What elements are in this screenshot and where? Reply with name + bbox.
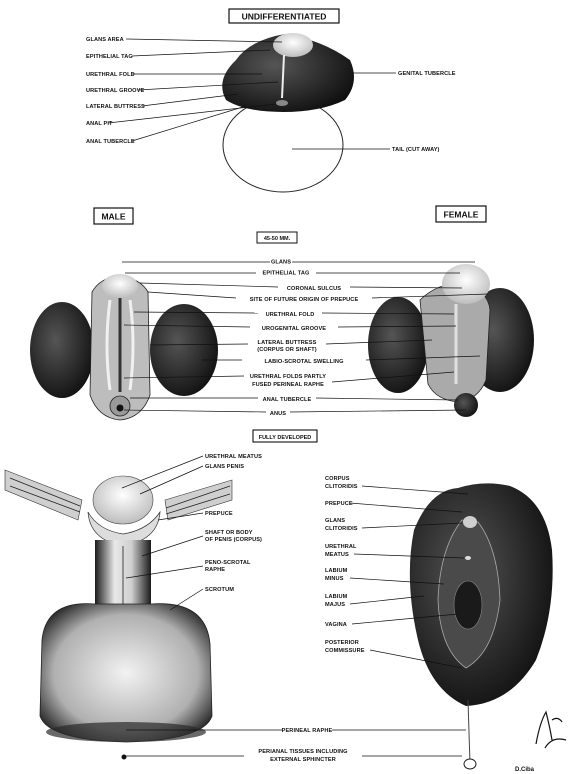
leader-coronal-sulcus-left — [140, 283, 278, 287]
male-glans — [102, 274, 138, 298]
label-labium-majus-2: MAJUS — [325, 602, 345, 608]
label-epithelial-tag-middle: EPITHELIAL TAG — [263, 271, 310, 277]
label-penoscrotal-2: RAPHE — [205, 567, 225, 573]
male-anus — [117, 405, 124, 412]
credit-text: D.Ciba — [515, 767, 535, 773]
label-labium-minus-2: MINUS — [325, 576, 344, 582]
label-lateral-buttress-2: (CORPUS OR SHAFT) — [257, 347, 317, 353]
middle-labels: GLANS EPITHELIAL TAG CORONAL SULCUS SITE… — [250, 257, 359, 417]
label-corpus-clitoridis-2: CLITORIDIS — [325, 484, 358, 490]
label-prepuce-female: PREPUCE — [325, 501, 353, 507]
leader-site-prepuce-left — [148, 292, 236, 298]
label-urethral-fold-middle: URETHRAL FOLD — [266, 312, 315, 318]
fully-developed-section: FULLY DEVELOPED URETHRAL MEATUS GLANS PE… — [5, 430, 553, 769]
label-anus-middle: ANUS — [270, 411, 286, 417]
label-glans-middle: GLANS — [271, 260, 291, 266]
leader-shaft — [142, 536, 203, 556]
leader-lateral-buttress — [142, 94, 238, 106]
artist-signature: D.Ciba — [515, 712, 566, 773]
label-scrotum: SCROTUM — [205, 587, 234, 593]
label-glans-area: GLANS AREA — [86, 37, 124, 43]
leader-anus-left — [124, 410, 266, 412]
male-scrotum — [40, 604, 212, 742]
label-penoscrotal-1: PENO-SCROTAL — [205, 560, 251, 566]
undifferentiated-section: UNDIFFERENTIATED GLANS AREA EPITHELIAL T… — [86, 9, 456, 192]
label-shaft-2: OF PENIS (CORPUS) — [205, 537, 262, 543]
stage-heading: 45-50 MM. — [264, 236, 291, 242]
male-heading: MALE — [101, 212, 125, 222]
label-labium-majus-1: LABIUM — [325, 594, 348, 600]
male-anus-developed — [122, 755, 127, 760]
glans-area — [273, 33, 313, 57]
label-urethral-groove: URETHRAL GROOVE — [86, 88, 144, 94]
label-urethral-meatus-2: MEATUS — [325, 552, 349, 558]
label-vagina: VAGINA — [325, 622, 347, 628]
female-urethral-meatus — [465, 556, 471, 560]
male-glans-penis — [93, 476, 153, 524]
label-corpus-clitoridis-1: CORPUS — [325, 476, 350, 482]
female-developed-figure — [410, 483, 553, 769]
male-developed-figure — [5, 470, 232, 742]
label-prepuce-male: PREPUCE — [205, 511, 233, 517]
female-45mm-figure — [368, 264, 534, 417]
label-glans-clitoridis-2: CLITORIDIS — [325, 526, 358, 532]
label-lateral-buttress-1: LATERAL BUTTRESS — [258, 340, 317, 346]
label-glans-clitoridis-1: GLANS — [325, 518, 345, 524]
female-anus — [464, 759, 476, 769]
female-glans — [442, 264, 490, 304]
male-right-swelling — [150, 304, 218, 396]
label-anal-tubercle-middle: ANAL TUBERCLE — [263, 397, 312, 403]
leader-anus-right — [290, 410, 466, 412]
label-perianal-2: EXTERNAL SPHINCTER — [270, 757, 336, 763]
label-lateral-buttress: LATERAL BUTTRESS — [86, 104, 145, 110]
female-heading: FEMALE — [444, 210, 479, 220]
label-urethral-fold: URETHRAL FOLD — [86, 72, 135, 78]
female-vagina — [454, 581, 482, 629]
undifferentiated-embryo-figure — [222, 33, 354, 192]
male-scrotum-shadow — [46, 722, 206, 742]
anal-pit — [276, 100, 288, 106]
female-glans-clitoridis — [463, 516, 477, 528]
leader-scrotum — [170, 589, 203, 610]
label-tail: TAIL (CUT AWAY) — [392, 147, 440, 153]
label-shaft-1: SHAFT OR BODY — [205, 530, 253, 536]
female-anal-tubercle — [454, 393, 478, 417]
leader-anal-tubercle-right — [316, 398, 458, 400]
label-urogenital-groove: UROGENITAL GROOVE — [262, 326, 326, 332]
leader-urethral-meatus-male — [122, 456, 203, 488]
female-perineal-line — [468, 700, 470, 764]
label-labium-minus-1: LABIUM — [325, 568, 348, 574]
label-labioscrotal: LABIO-SCROTAL SWELLING — [264, 359, 343, 365]
label-posterior-commissure-2: COMMISSURE — [325, 648, 365, 654]
label-glans-penis: GLANS PENIS — [205, 464, 244, 470]
label-anal-tubercle: ANAL TUBERCLE — [86, 139, 135, 145]
male-left-swelling — [30, 302, 94, 398]
leader-glans-penis — [140, 466, 203, 494]
label-perineal-raphe: PERINEAL RAPHE — [282, 728, 333, 734]
signature-scribble — [536, 712, 566, 748]
label-genital-tubercle: GENITAL TUBERCLE — [398, 71, 456, 77]
label-site-prepuce: SITE OF FUTURE ORIGIN OF PREPUCE — [250, 297, 359, 303]
label-posterior-commissure-1: POSTERIOR — [325, 640, 359, 646]
label-anal-pit: ANAL PIT — [86, 121, 113, 127]
label-urethral-folds-2: FUSED PERINEAL RAPHE — [252, 382, 324, 388]
middle-stage-section: MALE FEMALE 45-50 MM. — [30, 206, 534, 420]
fully-developed-heading: FULLY DEVELOPED — [259, 435, 312, 441]
label-urethral-meatus-male: URETHRAL MEATUS — [205, 454, 262, 460]
label-perianal-1: PERIANAL TISSUES INCLUDING — [258, 749, 347, 755]
leader-glans-area — [126, 39, 282, 42]
undifferentiated-heading: UNDIFFERENTIATED — [242, 12, 327, 22]
label-coronal-sulcus: CORONAL SULCUS — [287, 286, 341, 292]
label-urethral-meatus-1: URETHRAL — [325, 544, 357, 550]
label-urethral-folds-1: URETHRAL FOLDS PARTLY — [250, 374, 326, 380]
male-thigh-skin-left — [5, 470, 82, 520]
tail-cut-away — [223, 98, 343, 192]
label-epithelial-tag: EPITHELIAL TAG — [86, 54, 133, 60]
